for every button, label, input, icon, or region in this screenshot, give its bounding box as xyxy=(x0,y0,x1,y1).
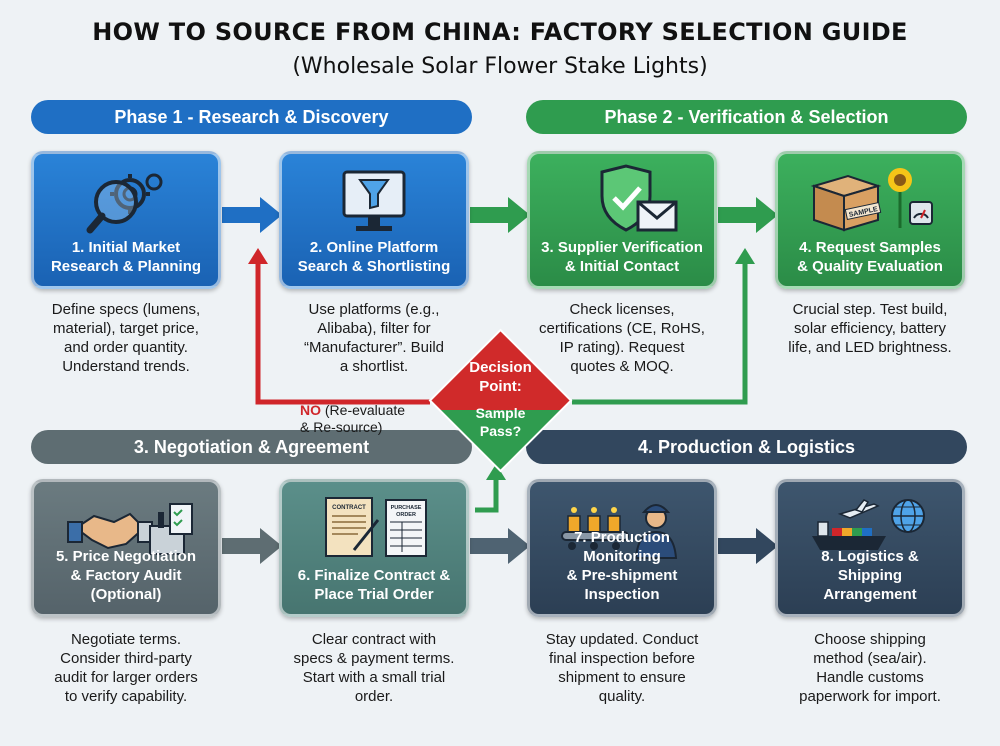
step-8-description: Choose shipping method (sea/air). Handle… xyxy=(799,631,941,705)
phase-2-banner: Phase 2 - Verification & Selection xyxy=(526,100,967,134)
decision-point-text: Decision Point: xyxy=(469,359,532,395)
phase-4-banner: 4. Production & Logistics xyxy=(526,430,967,464)
no-branch-label: NO (Re-evaluate & Re-source) xyxy=(300,385,405,436)
page-title: HOW TO SOURCE FROM CHINA: FACTORY SELECT… xyxy=(92,18,908,46)
no-word: NO xyxy=(300,402,321,418)
sample-pass-text: Sample Pass? xyxy=(475,405,526,439)
arrow-3-to-4 xyxy=(718,197,778,233)
step-7-title: 7. Production Monitoring & Pre-shipment … xyxy=(566,529,678,603)
arrow-2-to-3 xyxy=(470,197,530,233)
handshake-factory-icon xyxy=(67,503,193,555)
arrow-6-to-decision xyxy=(475,464,506,513)
sunflower-icon xyxy=(888,168,912,228)
arrow-no-to-step-2 xyxy=(248,248,430,405)
decision-diamond-shape xyxy=(428,328,573,473)
step-3-title: 3. Supplier Verification & Initial Conta… xyxy=(541,239,703,275)
phase-1-banner: Phase 1 - Research & Discovery xyxy=(31,100,472,134)
step-card-8: 8. Logistics & Shipping Arrangement xyxy=(775,479,965,617)
step-card-6: CONTRACT PURCHASE ORDER 6. Finalize Cont… xyxy=(279,479,469,617)
magnifier-gears-icon xyxy=(86,173,163,234)
step-card-1: 1. Initial Market Research & Planning xyxy=(31,151,221,289)
step-card-3: 3. Supplier Verification & Initial Conta… xyxy=(527,151,717,289)
step-7-description: Stay updated. Conduct final inspection b… xyxy=(545,631,699,705)
no-branch-text: (Re-evaluate & Re-source) xyxy=(300,402,406,435)
ship-plane-globe-icon xyxy=(812,499,925,550)
arrow-1-to-2 xyxy=(222,197,282,233)
contract-doc-label: CONTRACT xyxy=(332,505,366,511)
step-card-5: 5. Price Negotiation & Factory Audit (Op… xyxy=(31,479,221,617)
decision-diamond: Decision Point: Sample Pass? xyxy=(428,328,573,473)
monitor-funnel-icon xyxy=(342,170,406,231)
step-card-2: 2. Online Platform Search & Shortlisting xyxy=(279,151,469,289)
conveyor-inspector-icon xyxy=(561,504,678,559)
purchase-order-label-2: ORDER xyxy=(396,512,416,518)
shield-envelope-icon xyxy=(600,164,678,232)
step-5-description: Negotiate terms. Consider third-party au… xyxy=(54,631,198,705)
step-card-7: 7. Production Monitoring & Pre-shipment … xyxy=(527,479,717,617)
container-ship-icon xyxy=(812,521,886,550)
contract-purchase-order-icon: CONTRACT PURCHASE ORDER xyxy=(325,497,427,557)
globe-icon xyxy=(891,499,925,533)
phase-3-banner: 3. Negotiation & Agreement xyxy=(31,430,472,464)
step-4-description: Crucial step. Test build, solar efficien… xyxy=(788,301,952,356)
arrow-yes-to-step-4 xyxy=(572,248,755,405)
step-1-description: Define specs (lumens, material), target … xyxy=(51,301,201,375)
step-card-4: SAMPLE 4. Request Samples & Quality Eval… xyxy=(775,151,965,289)
step-1-title: 1. Initial Market Research & Planning xyxy=(50,239,202,275)
purchase-order-label: PURCHASE xyxy=(391,505,422,511)
step-4-title: 4. Request Samples & Quality Evaluation xyxy=(797,239,943,275)
step-5-title: 5. Price Negotiation & Factory Audit (Op… xyxy=(55,548,197,603)
step-8-title: 8. Logistics & Shipping Arrangement xyxy=(821,548,919,603)
step-2-description: Use platforms (e.g., Alibaba), filter fo… xyxy=(303,301,445,375)
page-subtitle: (Wholesale Solar Flower Stake Lights) xyxy=(292,54,708,79)
airplane-icon xyxy=(837,499,880,519)
step-2-title: 2. Online Platform Search & Shortlisting xyxy=(297,239,451,275)
step-6-description: Clear contract with specs & payment term… xyxy=(293,631,455,705)
step-6-title: 6. Finalize Contract & Place Trial Order xyxy=(297,567,451,603)
arrow-5-to-6 xyxy=(222,528,282,564)
arrow-7-to-8 xyxy=(718,528,778,564)
arrow-6-to-7 xyxy=(470,528,530,564)
sample-box-flower-icon: SAMPLE xyxy=(810,168,933,232)
step-3-description: Check licenses, certifications (CE, RoHS… xyxy=(539,301,705,375)
